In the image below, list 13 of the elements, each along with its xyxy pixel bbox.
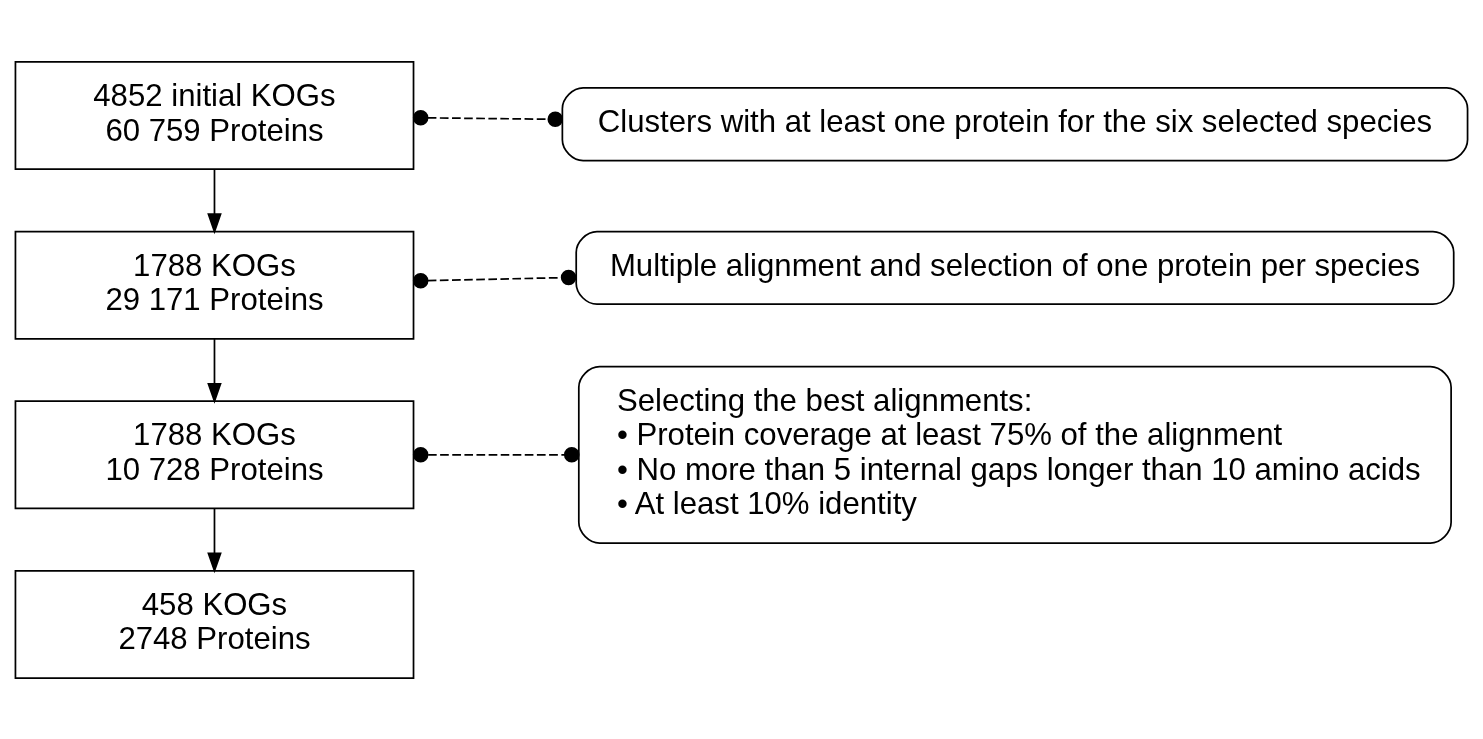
node-box: 4852 initial KOGs 60 759 Proteins bbox=[14, 60, 415, 170]
node-box: Selecting the best alignments: • Protein coverage at least 75% of the alignment • No more than 5 internal gaps longer than 10 amino acids • At least 10% identity bbox=[577, 365, 1452, 544]
node-box: 1788 KOGs 10 728 Proteins bbox=[14, 399, 415, 509]
node-box: Clusters with at least one protein for the six selected species bbox=[561, 86, 1469, 161]
arrow bbox=[207, 168, 222, 234]
connector bbox=[412, 109, 564, 127]
connector bbox=[412, 269, 577, 289]
node-box: Multiple alignment and selection of one protein per species bbox=[575, 230, 1455, 305]
node-box: 1788 KOGs 29 171 Proteins bbox=[14, 230, 415, 340]
node-box: 458 KOGs 2748 Proteins bbox=[14, 569, 415, 679]
arrow bbox=[207, 507, 222, 573]
connector bbox=[412, 446, 580, 463]
arrow bbox=[207, 337, 222, 404]
